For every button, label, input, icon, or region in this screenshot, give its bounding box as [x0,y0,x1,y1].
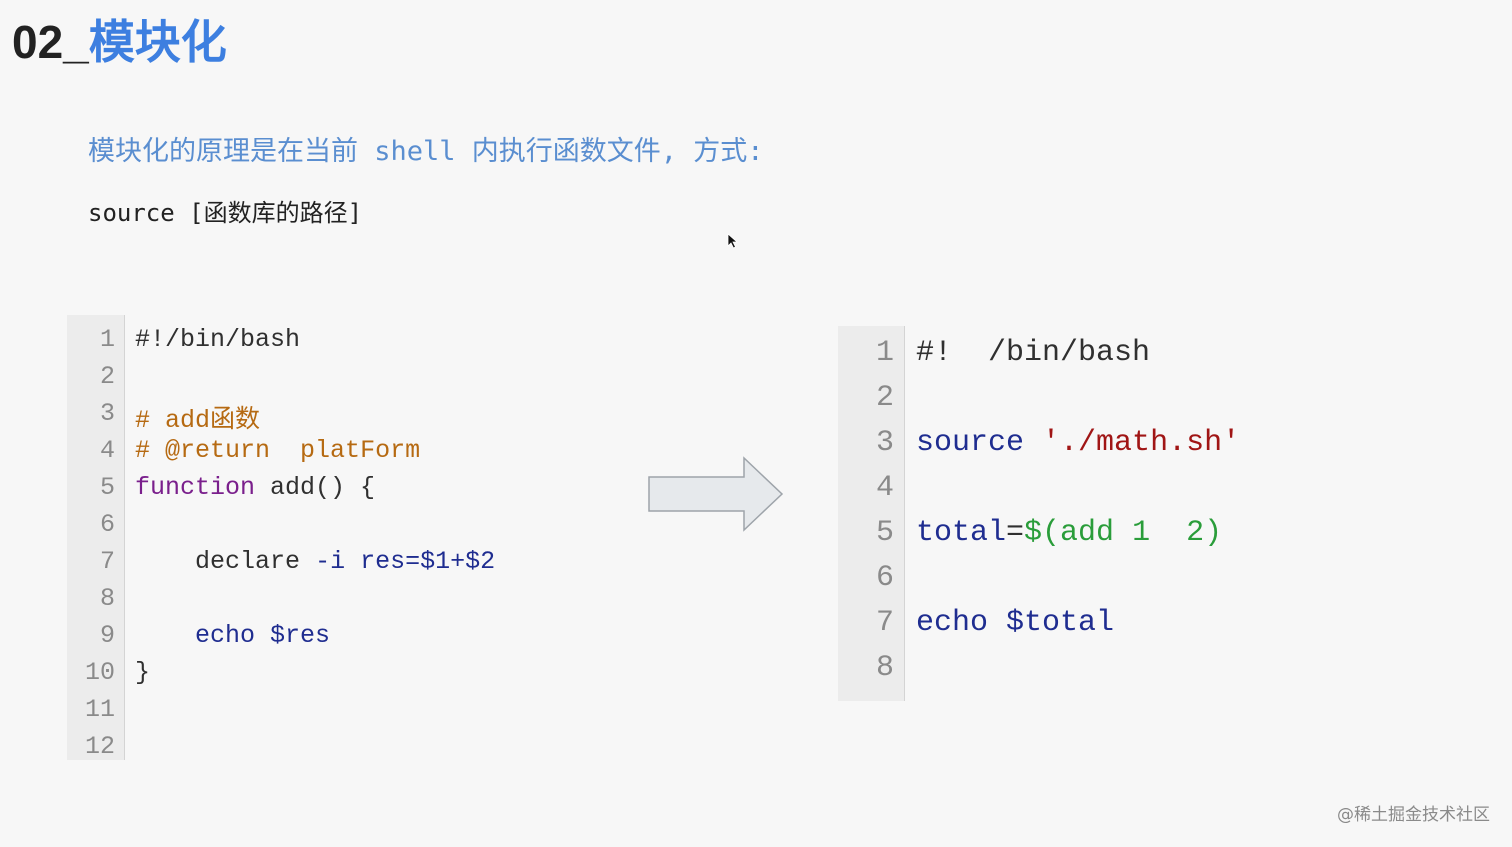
add-call: add [1060,516,1115,550]
res-assignment: res=$1+$2 [360,547,496,576]
line-number: 3 [875,426,894,460]
title-text: 模块化 [88,16,227,68]
line-number: 2 [875,381,894,415]
line-number: 4 [99,436,115,465]
line-number: 10 [84,658,115,687]
line-number: 1 [99,325,115,354]
right-arrow-icon [648,456,784,532]
comment-text: @return platForm [165,436,421,465]
echo-command: echo [916,606,989,640]
line-number: 8 [99,584,115,613]
echo-variable: $total [1006,606,1115,640]
line-number: 6 [875,561,894,595]
code-line-echo: echo $res [135,621,330,650]
line-number: 11 [84,695,115,724]
source-path-string: './math.sh' [1042,426,1241,460]
comment-hash: # [135,436,151,465]
function-signature: add() { [270,473,376,502]
code-line-comment: # add函数 [135,399,260,435]
keyword-function: function [135,473,256,502]
line-number: 5 [875,516,894,550]
slide-title: 02_模块化 [12,14,227,70]
echo-variable: $res [270,621,331,650]
line-number: 9 [99,621,115,650]
declare-flag: -i [315,547,346,576]
code-line-function: function add() { [135,473,375,502]
description-text: 模块化的原理是在当前 shell 内执行函数文件, 方式: [88,136,764,167]
code-line-shebang: #! /bin/bash [916,336,1151,370]
line-number: 5 [99,473,115,502]
total-variable: total [916,516,1007,550]
code-line-shebang: #!/bin/bash [135,325,301,354]
command-syntax: source [函数库的路径] [88,199,363,227]
watermark: @稀土掘金技术社区 [1337,805,1490,825]
line-number: 7 [875,606,894,640]
subshell-open: $( [1024,516,1061,550]
line-number: 6 [99,510,115,539]
code-line-comment: # @return platForm [135,436,420,465]
subshell-close: ) [1204,516,1223,550]
comment-text: add函数 [165,406,261,435]
code-block-math-sh: 1 2 3 4 5 6 7 8 9 10 11 12 #!/bin/bash #… [67,315,627,761]
declare-command: declare [195,547,301,576]
source-keyword: source [916,426,1025,460]
line-number: 8 [875,651,894,685]
code-line-close-brace: } [135,658,151,687]
add-arguments: 1 2 [1132,516,1205,550]
code-line-declare: declare -i res=$1+$2 [135,547,495,576]
line-number: 2 [99,362,115,391]
code-line-echo: echo $total [916,606,1114,640]
line-number-gutter: 1 2 3 4 5 6 7 8 [838,326,905,701]
code-block-main-sh: 1 2 3 4 5 6 7 8 #! /bin/bash source './m… [838,326,1398,701]
line-number: 4 [875,471,894,505]
line-number: 12 [84,732,115,761]
line-number: 7 [99,547,115,576]
line-number-gutter: 1 2 3 4 5 6 7 8 9 10 11 12 [67,315,125,761]
code-line-source: source './math.sh' [916,426,1240,460]
echo-command: echo [195,621,256,650]
comment-hash: # [135,406,151,435]
equals-sign: = [1006,516,1025,550]
mouse-pointer-icon [727,233,739,249]
line-number: 1 [875,336,894,370]
line-number: 3 [99,399,115,428]
title-number: 02_ [12,16,89,68]
code-line-total: total=$(add 1 2) [916,516,1222,550]
